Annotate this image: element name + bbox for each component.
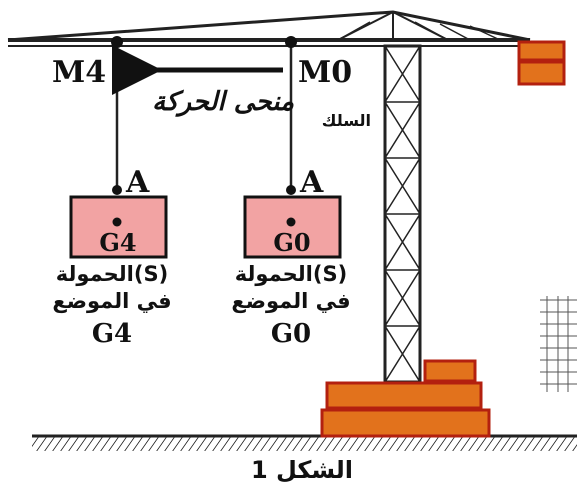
load-right-line1: الحمولة(S) [235, 262, 347, 286]
label-trajectory: منحى الحركة [152, 87, 294, 117]
load-g4 [69, 195, 168, 259]
label-g4-box: G4 [99, 228, 136, 257]
ground [32, 434, 577, 451]
figure-caption: الشكل 1 [251, 456, 353, 484]
point-m4 [111, 36, 123, 48]
label-m4: M4 [52, 55, 106, 90]
label-g0-box: G0 [273, 228, 310, 257]
point-a-left [112, 185, 122, 195]
load-left-line1: الحمولة(S) [56, 262, 168, 286]
crane-mast [383, 44, 422, 384]
label-m0: M0 [298, 55, 352, 90]
load-right-line3: G0 [271, 319, 311, 349]
crane-jib [7, 10, 531, 47]
load-right-line2: في الموضع [231, 289, 350, 313]
label-a-right: A [299, 165, 324, 200]
crane-base [320, 359, 491, 438]
center-g0 [286, 217, 296, 227]
load-left-line2: في الموضع [52, 289, 171, 313]
center-g4 [112, 217, 122, 227]
load-left-line3: G4 [92, 319, 132, 349]
label-cable: السلك [322, 111, 371, 130]
load-g0 [243, 195, 342, 259]
point-a-right [286, 185, 296, 195]
point-m0 [285, 36, 297, 48]
side-grid [540, 296, 577, 392]
label-a-left: A [125, 165, 150, 200]
counterweight [517, 40, 566, 86]
